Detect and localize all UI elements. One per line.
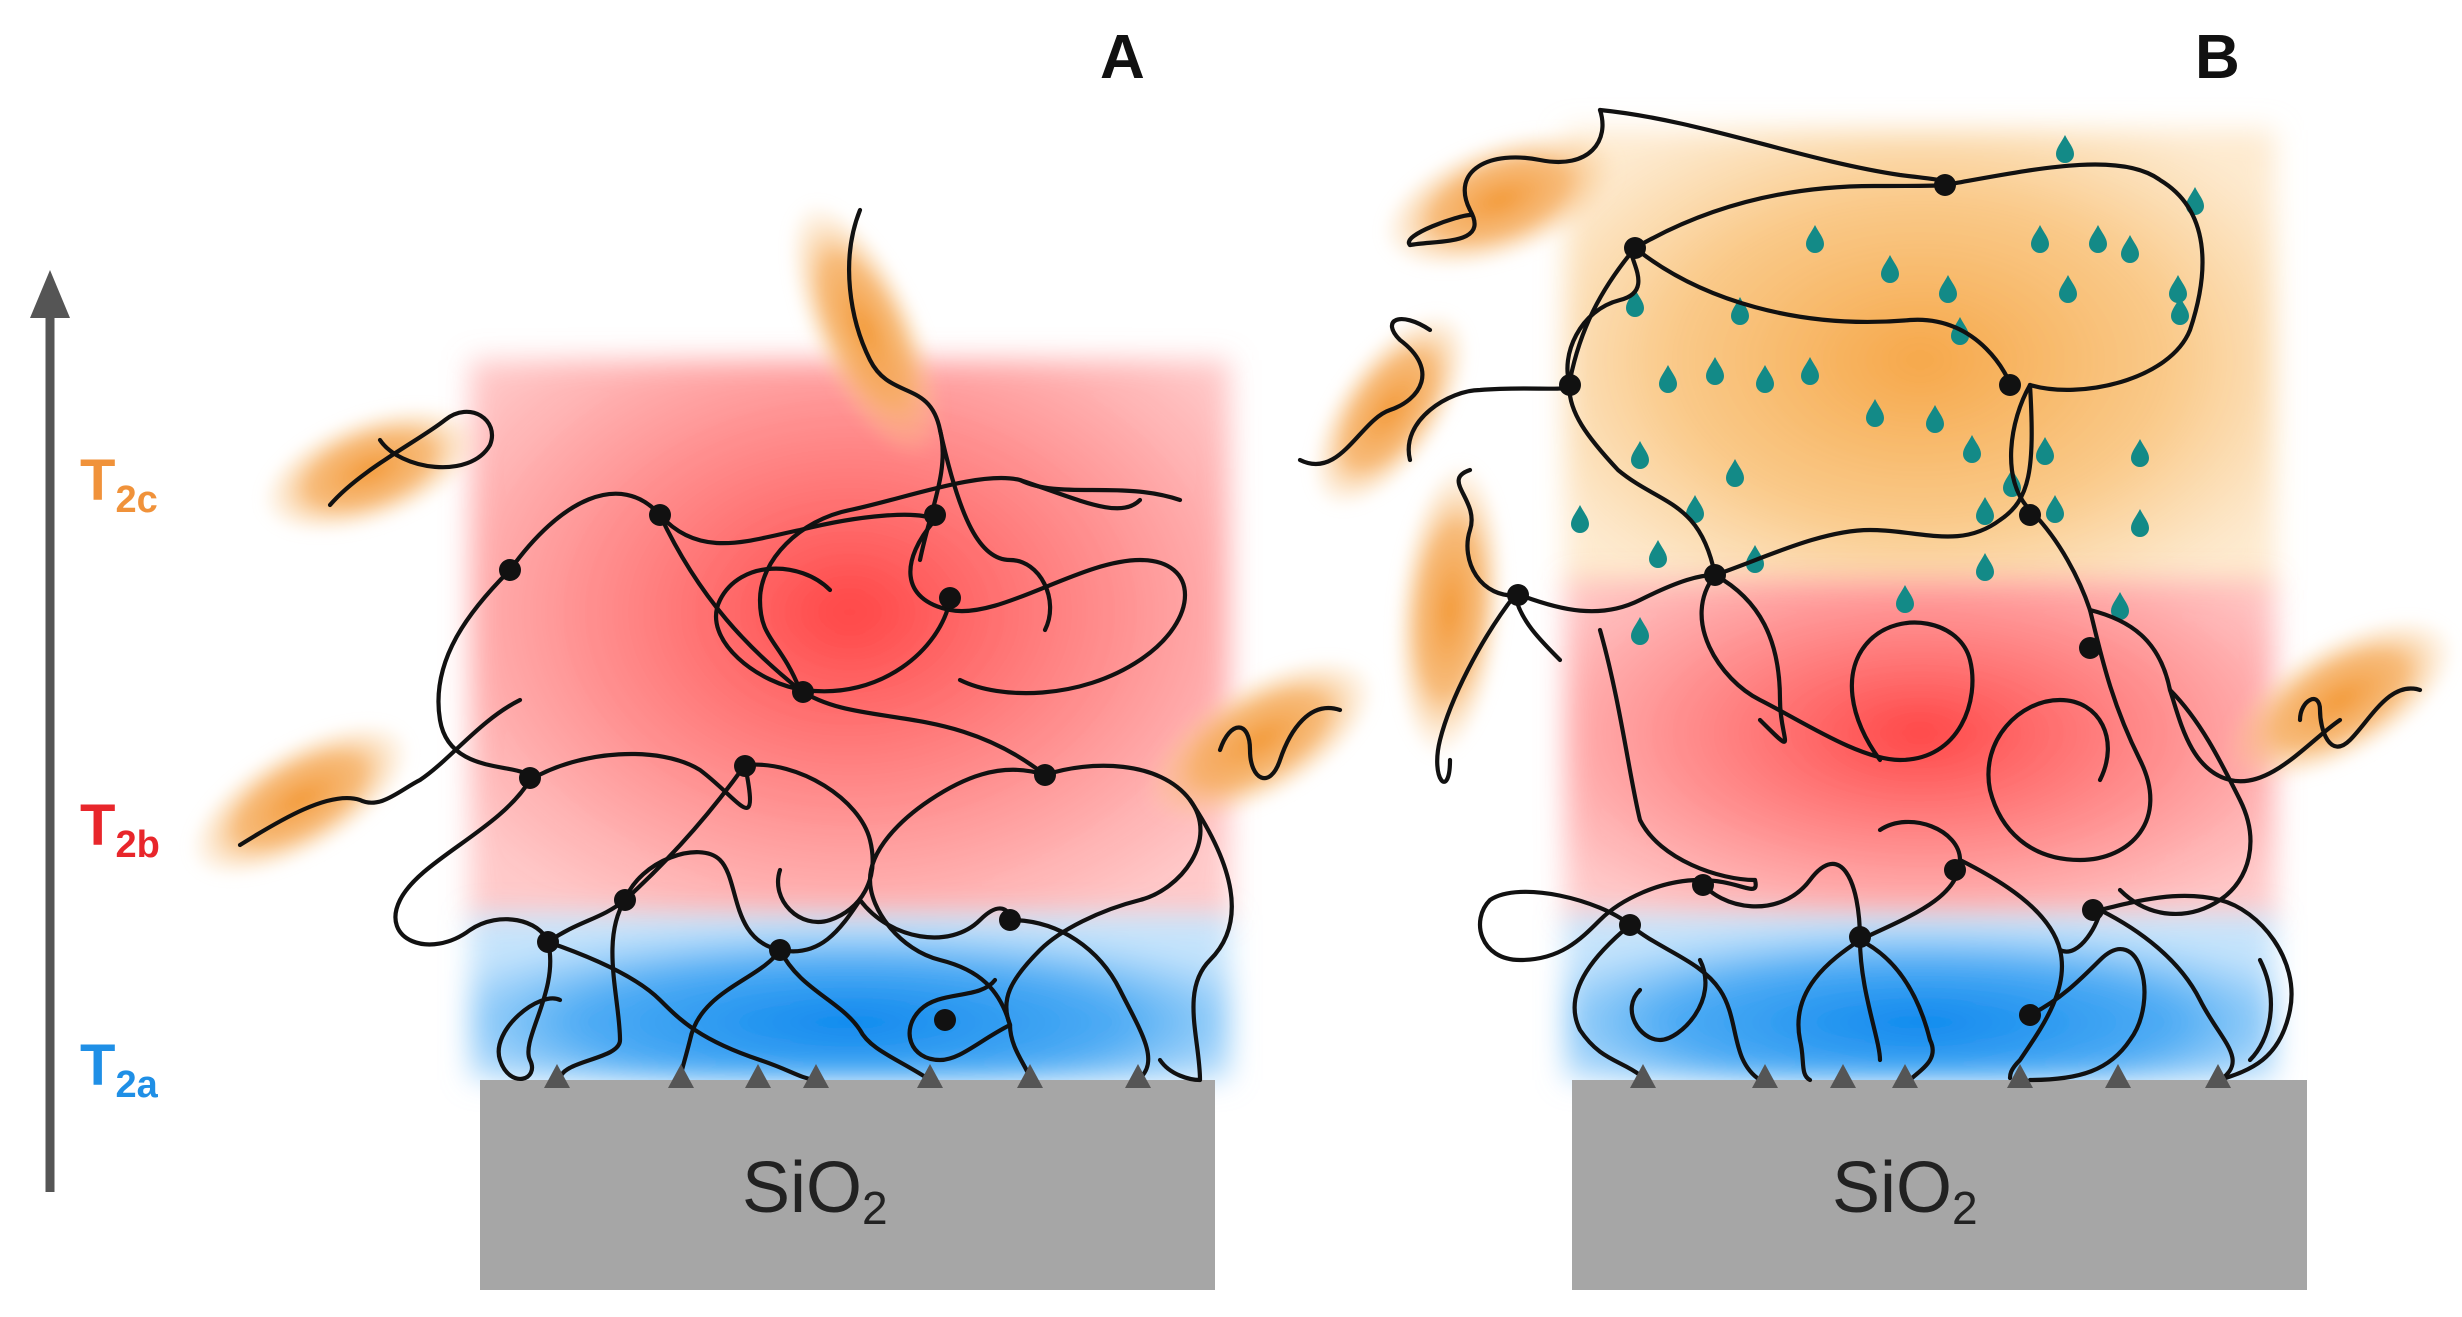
crosslink-dot-icon: [519, 767, 541, 789]
panel-b-letter: B: [2195, 23, 2240, 92]
crosslink-dot-icon: [2079, 637, 2101, 659]
panel-a-letter: A: [1100, 23, 1145, 92]
triangle-anchor-icon: [917, 1064, 943, 1088]
crosslink-dot-icon: [734, 755, 756, 777]
substrate-b: [1572, 1080, 2307, 1290]
label-t2c: T2c: [80, 448, 158, 521]
triangle-anchor-icon: [544, 1064, 570, 1088]
t2a-region-b: [1565, 915, 2275, 1080]
triangle-anchor-icon: [2007, 1064, 2033, 1088]
crosslink-dot-icon: [1934, 174, 1956, 196]
anchors-b: [1630, 1064, 2231, 1088]
crosslink-dot-icon: [1944, 859, 1966, 881]
crosslink-dot-icon: [769, 939, 791, 961]
crosslink-dot-icon: [2019, 504, 2041, 526]
triangle-anchor-icon: [1630, 1064, 1656, 1088]
triangle-anchor-icon: [1017, 1064, 1043, 1088]
t2a-region-a: [470, 915, 1230, 1080]
crosslink-dot-icon: [614, 889, 636, 911]
t2b-region-a: [470, 360, 1230, 920]
label-t2b: T2b: [80, 793, 160, 866]
crosslink-dot-icon: [2082, 899, 2104, 921]
up-arrow-icon: [30, 270, 70, 1192]
triangle-anchor-icon: [2205, 1064, 2231, 1088]
triangle-anchor-icon: [668, 1064, 694, 1088]
t2b-region-b: [1565, 580, 2275, 920]
crosslink-dot-icon: [1559, 374, 1581, 396]
panel-a: A SiO2: [188, 23, 1377, 1290]
substrate-label-a: SiO2: [742, 1148, 888, 1234]
crosslink-dot-icon: [1704, 564, 1726, 586]
crosslink-dot-icon: [499, 559, 521, 581]
triangle-anchor-icon: [1892, 1064, 1918, 1088]
crosslink-dot-icon: [537, 931, 559, 953]
crosslink-dot-icon: [939, 587, 961, 609]
polymer-chains-a: [237, 207, 1343, 1083]
crosslink-dot-icon: [1624, 237, 1646, 259]
crosslink-dot-icon: [1849, 926, 1871, 948]
label-t2a: T2a: [80, 1033, 159, 1106]
crosslink-dot-icon: [1999, 374, 2021, 396]
substrate-label-b: SiO2: [1832, 1148, 1978, 1234]
substrate-a: [480, 1080, 1215, 1290]
triangle-anchor-icon: [1125, 1064, 1151, 1088]
anchors-a: [544, 1064, 1151, 1088]
crosslink-dot-icon: [2019, 1004, 2041, 1026]
crosslink-dot-icon: [649, 504, 671, 526]
crosslink-dot-icon: [999, 909, 1021, 931]
crosslink-dot-icon: [1034, 764, 1056, 786]
triangle-anchor-icon: [745, 1064, 771, 1088]
crosslink-dot-icon: [934, 1009, 956, 1031]
crosslink-dot-icon: [792, 681, 814, 703]
crosslink-dots-b: [1507, 174, 2104, 1026]
panel-b: B: [1297, 23, 2457, 1290]
triangle-anchor-icon: [803, 1064, 829, 1088]
crosslink-dot-icon: [924, 504, 946, 526]
crosslink-dot-icon: [1692, 874, 1714, 896]
crosslink-dots-a: [499, 504, 1056, 1031]
crosslink-dot-icon: [1507, 584, 1529, 606]
crosslink-dot-icon: [1619, 914, 1641, 936]
triangle-anchor-icon: [1830, 1064, 1856, 1088]
triangle-anchor-icon: [2105, 1064, 2131, 1088]
triangle-anchor-icon: [1752, 1064, 1778, 1088]
